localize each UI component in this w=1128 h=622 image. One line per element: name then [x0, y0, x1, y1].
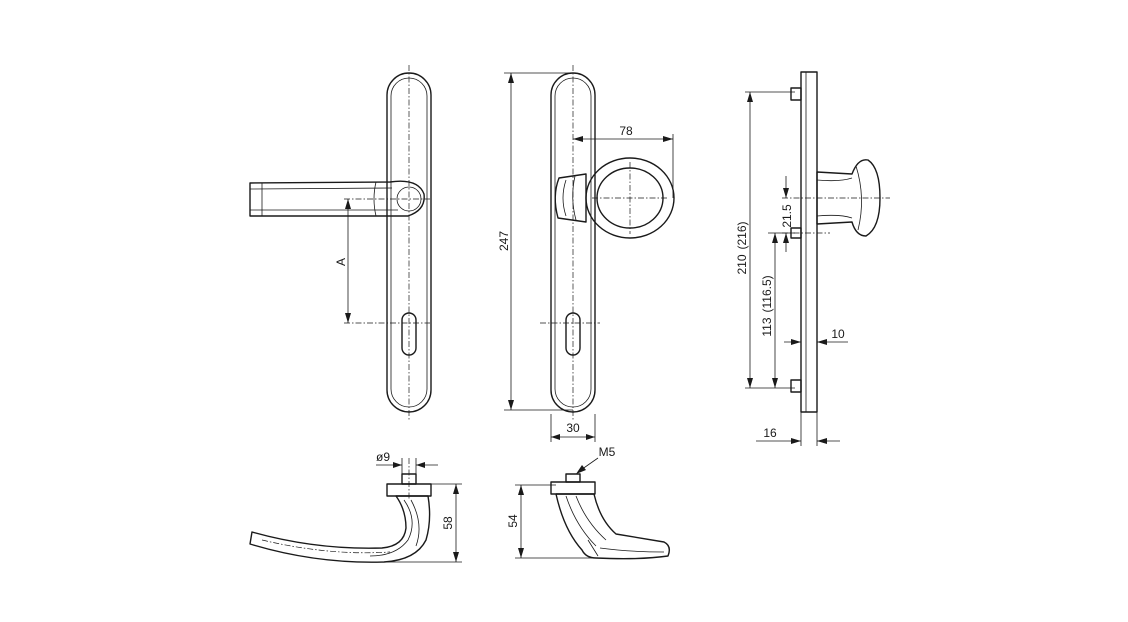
dim-247-label: 247 — [497, 231, 511, 251]
lever-side-view: ø9 58 — [249, 450, 462, 563]
front-view-lever: A — [249, 65, 432, 420]
side-view: 210(216) 21.5 113(116.5) 10 16 — [735, 71, 890, 446]
front-view-knob: 247 78 30 — [497, 65, 675, 442]
dim-m5-label: M5 — [599, 445, 616, 459]
dim-d9-label: ø9 — [376, 450, 390, 464]
dim-30-label: 30 — [566, 421, 580, 435]
dim-16-label: 16 — [763, 426, 777, 440]
dim-10-label: 10 — [831, 327, 845, 341]
dim-210-label: 210(216) — [735, 221, 749, 274]
dim-78-label: 78 — [619, 124, 633, 138]
dim-54-label: 54 — [506, 514, 520, 528]
dim-a-label: A — [334, 258, 348, 266]
dim-21-5-label: 21.5 — [780, 204, 794, 228]
dim-58-label: 58 — [441, 516, 455, 530]
dim-113-label: 113(116.5) — [760, 275, 774, 336]
lever-alt-view: M5 54 — [506, 445, 671, 560]
